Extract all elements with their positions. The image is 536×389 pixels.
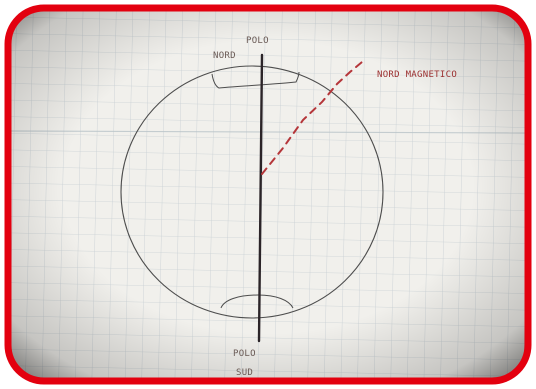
- label-magnetic-north: NORD MAGNETICO: [377, 70, 457, 80]
- label-south-pole-bottom: SUD: [236, 368, 253, 378]
- label-south-pole-top: POLO: [233, 349, 256, 359]
- grid-paper: [10, 10, 526, 379]
- red-rounded-frame: [4, 4, 532, 385]
- label-north-pole-top: POLO: [246, 36, 269, 46]
- label-north-pole-bottom: NORD: [213, 51, 236, 61]
